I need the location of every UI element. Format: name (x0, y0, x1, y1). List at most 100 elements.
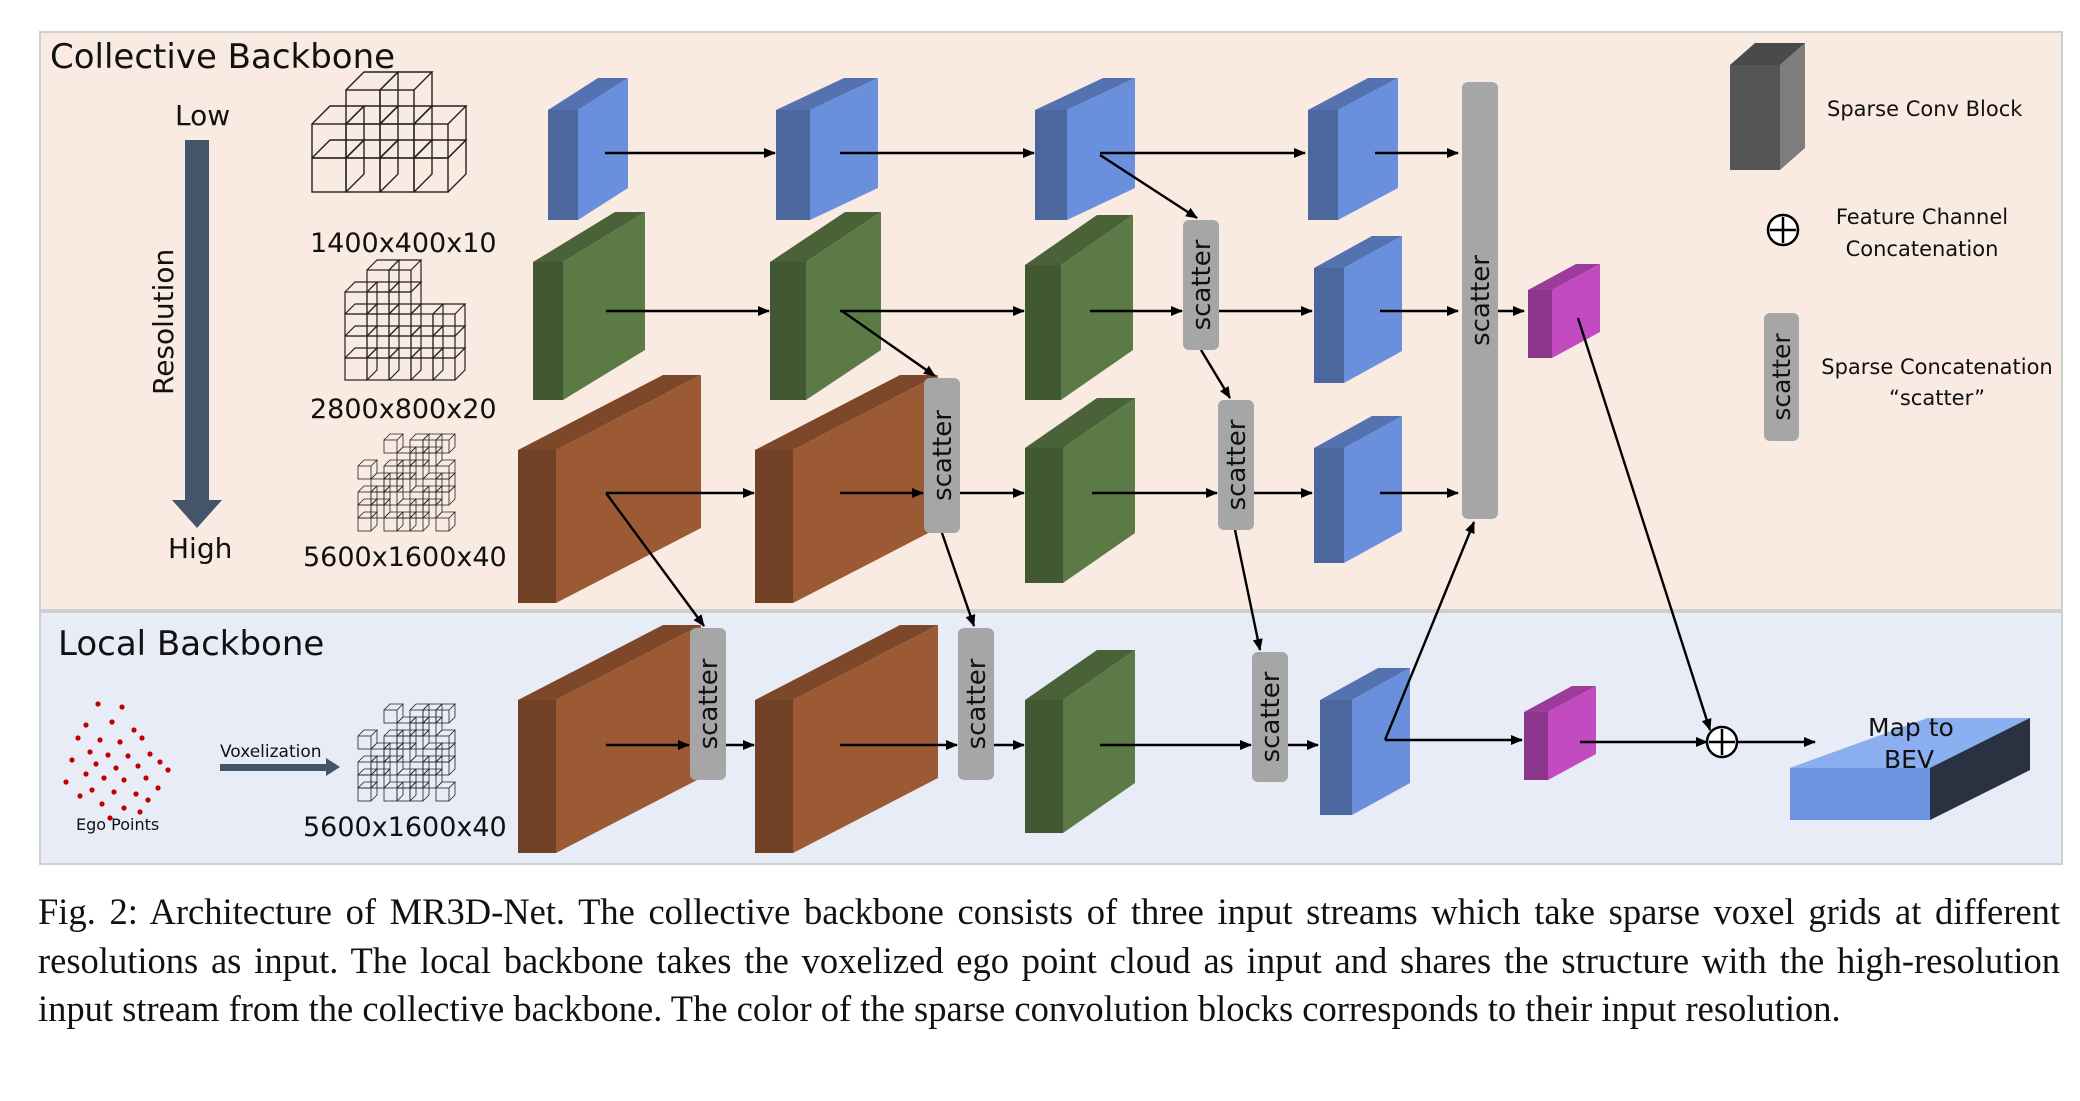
conv-block-blue-r1c1 (548, 78, 628, 220)
architecture-diagram: Collective Backbone Local Backbone Low H… (39, 31, 2063, 865)
ego-point (131, 727, 137, 733)
ego-point (117, 739, 123, 745)
ego-point (113, 765, 119, 771)
scatter-label: scatter (1466, 255, 1496, 346)
ego-point (89, 787, 95, 793)
conv-block-green-r2c1 (533, 212, 645, 400)
conv-block-orange-r3c1 (518, 375, 701, 603)
scatter-label: scatter (1256, 671, 1286, 762)
scatter-c1: scatter (1183, 220, 1219, 350)
ego-point (111, 789, 117, 795)
ego-point (133, 791, 139, 797)
bev-label-line1: Map to (1868, 713, 1954, 742)
figure-caption: Fig. 2: Architecture of MR3D-Net. The co… (38, 891, 2060, 1029)
scatter-tall: scatter (1462, 82, 1498, 519)
legend-scatter-icon: scatter (1764, 313, 1799, 441)
conv-block-blue-l4 (1320, 668, 1410, 815)
legend-concat-label-2: Concatenation (1846, 237, 1999, 261)
grid-label-low: 1400x400x10 (310, 228, 497, 259)
flow-arrow (605, 492, 705, 627)
voxelization-label: Voxelization (220, 742, 322, 762)
collective-backbone-title: Collective Backbone (50, 37, 395, 77)
conv-block-orange-l1 (518, 625, 701, 853)
conv-block-orange-r3c2 (755, 375, 938, 603)
scatter-c3: scatter (1218, 400, 1254, 530)
scatter-label: scatter (962, 658, 992, 749)
ego-point (83, 722, 89, 728)
ego-point (77, 793, 83, 799)
ego-point (107, 815, 113, 821)
ego-point (69, 757, 75, 763)
conv-block-green-l3 (1025, 650, 1135, 833)
legend-scatter-icon-label: scatter (1767, 333, 1796, 421)
ego-point (87, 749, 93, 755)
conv-block-blue-r3c4 (1314, 416, 1402, 563)
ego-point (143, 775, 149, 781)
scatter-l1: scatter (690, 628, 726, 780)
ego-point (121, 805, 127, 811)
ego-point (121, 777, 127, 783)
ego-point (157, 759, 163, 765)
voxel-grid-mid-icon (344, 259, 467, 381)
conv-block-blue-r1c3 (1035, 78, 1135, 220)
conv-block-green-r3c3 (1025, 398, 1135, 583)
ego-point (147, 751, 153, 757)
grid-label-mid: 2800x800x20 (310, 394, 497, 425)
ego-point (93, 761, 99, 767)
voxelization-arrow-head (326, 758, 340, 776)
scatter-l2: scatter (958, 628, 994, 780)
bev-output-block (1790, 718, 2030, 820)
ego-point (99, 801, 105, 807)
legend-conv-block-label: Sparse Conv Block (1827, 97, 2023, 121)
feature-concat-node (1705, 725, 1739, 759)
ego-points-label: Ego Points (76, 815, 159, 834)
flow-arrow (1233, 529, 1263, 651)
flow-arrow (1576, 317, 1712, 731)
ego-point (75, 735, 81, 741)
ego-point (97, 737, 103, 743)
conv-block-green-r2c2 (770, 212, 881, 400)
resolution-arrow-shaft (185, 140, 209, 500)
legend: Sparse Conv Block Feature Channel Concat… (1730, 43, 2053, 441)
voxel-grid-low-icon (311, 71, 468, 193)
ego-point (145, 797, 151, 803)
legend-scatter-label-2: “scatter” (1889, 386, 1985, 410)
ego-point (109, 719, 115, 725)
flow-arrow (1383, 521, 1476, 741)
conv-block-orange-l2 (755, 625, 938, 853)
ego-point (125, 753, 131, 759)
scatter-l3: scatter (1252, 652, 1288, 782)
conv-block-blue-r2c4 (1314, 236, 1402, 383)
scatter-c2: scatter (924, 378, 960, 533)
ego-point (137, 809, 143, 815)
local-backbone-title: Local Backbone (58, 624, 324, 664)
conv-block-magenta-c (1528, 264, 1600, 358)
scatter-label: scatter (694, 658, 724, 749)
ego-point (95, 701, 101, 707)
ego-point (155, 785, 161, 791)
grid-label-ego: 5600x1600x40 (303, 812, 507, 843)
scatter-label: scatter (928, 410, 958, 501)
bev-label-line2: BEV (1884, 745, 1934, 774)
legend-scatter-label-1: Sparse Concatenation (1821, 355, 2053, 379)
ego-point (101, 775, 107, 781)
resolution-arrow-head (172, 500, 222, 528)
scatter-label: scatter (1187, 239, 1217, 330)
ego-point (135, 763, 141, 769)
conv-block-green-r2c3 (1025, 215, 1133, 400)
resolution-low-label: Low (175, 99, 230, 132)
conv-block-blue-r1c2 (776, 78, 878, 220)
scatter-label: scatter (1222, 419, 1252, 510)
flow-arrow (940, 532, 976, 627)
ego-point (165, 767, 171, 773)
resolution-axis-label: Resolution (147, 249, 180, 395)
ego-point (105, 752, 111, 758)
ego-point (119, 704, 125, 710)
flow-arrow (841, 310, 936, 377)
resolution-high-label: High (168, 532, 232, 565)
flow-arrow (1099, 153, 1198, 220)
ego-point (83, 771, 89, 777)
ego-points-cloud (63, 701, 171, 821)
conv-block-magenta-l (1524, 686, 1596, 780)
voxel-grid-high-icon (357, 433, 456, 532)
